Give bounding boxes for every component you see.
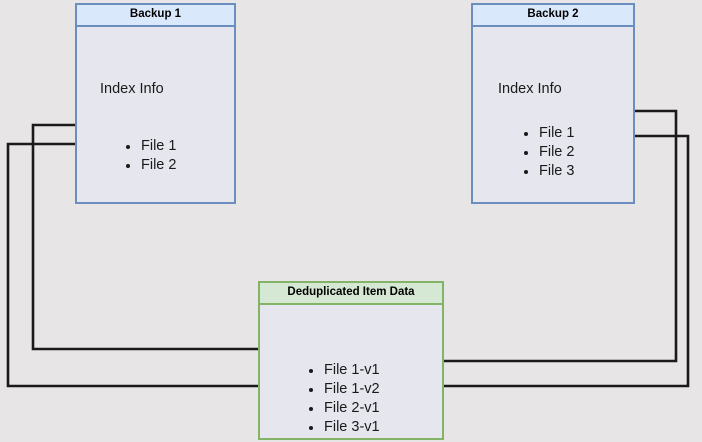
dedup-header: Deduplicated Item Data [260,283,442,305]
backup2-box: Backup 2 Index Info File 1 File 2 File 3 [471,3,635,204]
backup1-box: Backup 1 Index Info File 1 File 2 [75,3,236,204]
backup2-file-list: File 1 File 2 File 3 [523,124,574,181]
backup1-body: Index Info File 1 File 2 [77,27,234,202]
list-item: File 3-v1 [308,418,380,437]
list-item: File 1-v1 [308,361,380,380]
backup1-header: Backup 1 [77,5,234,27]
list-item: File 2 [523,143,574,162]
list-item: File 2-v1 [308,399,380,418]
backup2-body: Index Info File 1 File 2 File 3 [473,27,633,202]
list-item: File 2 [125,156,176,175]
list-item: File 3 [523,162,574,181]
dedup-item-list: File 1-v1 File 1-v2 File 2-v1 File 3-v1 [308,361,380,437]
dedup-box: Deduplicated Item Data File 1-v1 File 1-… [258,281,444,440]
backup1-index-info-label: Index Info [100,81,164,97]
list-item: File 1 [125,137,176,156]
list-item: File 1 [523,124,574,143]
list-item: File 1-v2 [308,380,380,399]
backup2-index-info-label: Index Info [498,81,562,97]
backup1-file-list: File 1 File 2 [125,137,176,175]
dedup-body: File 1-v1 File 1-v2 File 2-v1 File 3-v1 [260,305,442,438]
backup2-header: Backup 2 [473,5,633,27]
